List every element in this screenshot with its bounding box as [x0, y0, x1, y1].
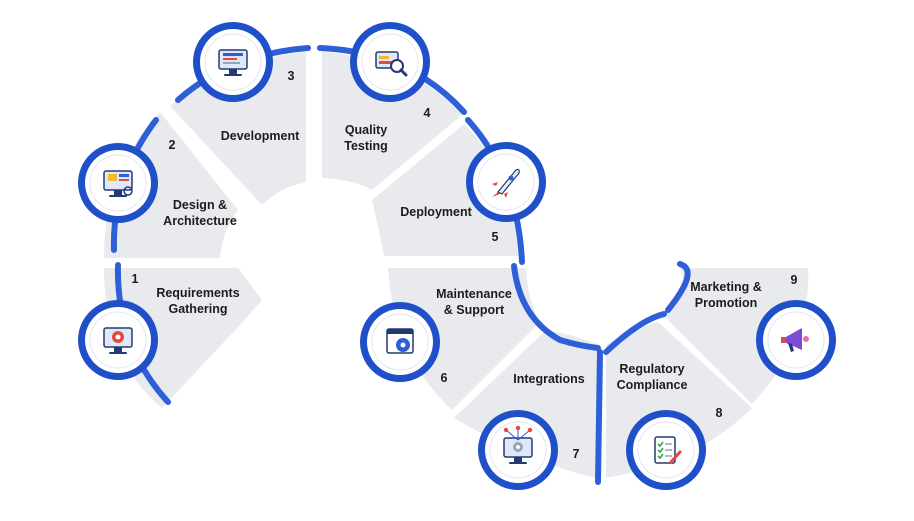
step-label-line: Design & [173, 198, 227, 212]
segment-step-3 [170, 52, 306, 205]
step-label-3: Development [221, 129, 300, 143]
step-label-2: Design & Architecture [163, 198, 237, 228]
step-label-line: Architecture [163, 214, 237, 228]
icon-circle-step-6 [360, 302, 440, 382]
design-monitor-icon [103, 170, 133, 197]
arc-step-6 [511, 263, 601, 351]
step-label-line: Marketing & [690, 280, 762, 294]
step-label-5: Deployment [400, 205, 472, 219]
icon-circle-step-1 [78, 300, 158, 380]
step-label-line: Regulatory [619, 362, 684, 376]
icon-circles-layer [78, 22, 836, 490]
icon-circle-step-4 [350, 22, 430, 102]
megaphone-icon [781, 328, 809, 352]
monitor-gear-icon [103, 327, 133, 354]
step-label-6: Maintenance & Support [436, 287, 512, 317]
arc-step-7 [595, 349, 603, 485]
icon-circle-step-9 [756, 300, 836, 380]
segment-step-4 [322, 52, 462, 190]
step-number-9: 9 [791, 273, 798, 287]
segment-step-6 [388, 268, 540, 410]
step-label-9: Marketing & Promotion [690, 280, 762, 310]
step-label-line: Maintenance [436, 287, 512, 301]
arc-step-9 [665, 261, 691, 313]
code-monitor-icon [218, 49, 248, 76]
step-label-line: Promotion [695, 296, 758, 310]
step-label-line: Deployment [400, 205, 472, 219]
arc-step-8 [603, 311, 667, 355]
segments-layer [104, 52, 809, 478]
browser-gear-icon [386, 328, 414, 354]
checklist-icon [654, 436, 682, 464]
icon-circle-step-2 [78, 143, 158, 223]
step-label-line: Gathering [168, 302, 227, 316]
icon-circle-step-8 [626, 410, 706, 490]
icon-circle-step-5 [466, 142, 546, 222]
step-label-line: Requirements [156, 286, 239, 300]
step-number-1: 1 [132, 272, 139, 286]
step-label-line: Quality [345, 123, 387, 137]
step-number-2: 2 [169, 138, 176, 152]
segment-step-7 [454, 330, 598, 478]
step-number-6: 6 [441, 371, 448, 385]
step-number-3: 3 [288, 69, 295, 83]
icon-circle-step-7 [478, 410, 558, 490]
step-label-line: & Support [444, 303, 505, 317]
step-number-7: 7 [573, 447, 580, 461]
step-label-line: Testing [344, 139, 388, 153]
step-number-8: 8 [716, 406, 723, 420]
step-label-line: Compliance [617, 378, 688, 392]
step-label-line: Integrations [513, 372, 585, 386]
step-number-4: 4 [424, 106, 431, 120]
step-label-line: Development [221, 129, 300, 143]
step-number-5: 5 [492, 230, 499, 244]
network-monitor-icon [503, 425, 533, 464]
step-label-7: Integrations [513, 372, 585, 386]
magnifier-testing-icon [375, 51, 408, 77]
rocket-icon [492, 168, 520, 198]
icon-circle-step-3 [193, 22, 273, 102]
